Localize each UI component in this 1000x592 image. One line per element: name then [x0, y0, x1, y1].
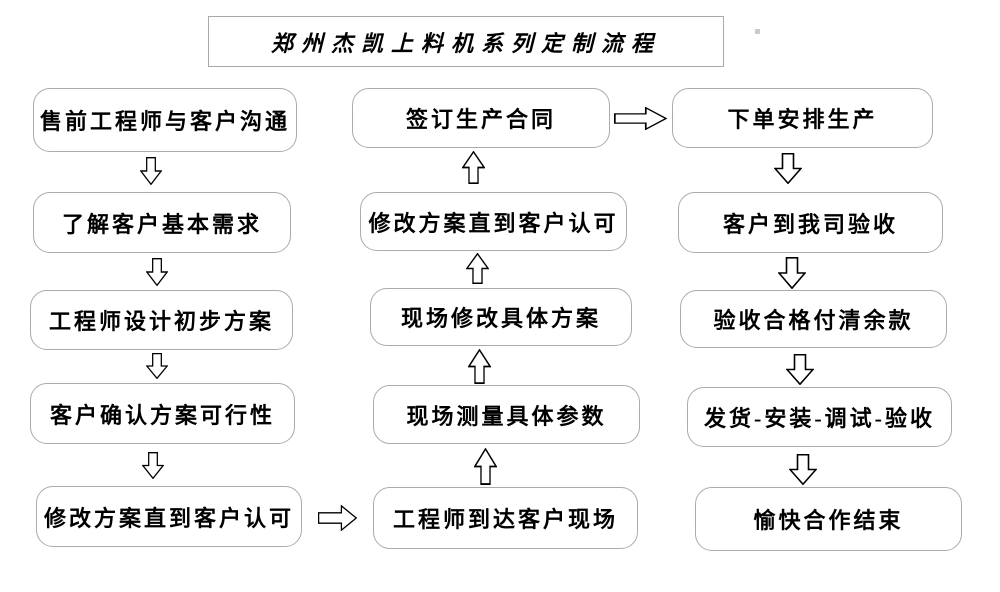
node-happy-cooperation-end: 愉快合作结束	[695, 487, 962, 551]
up-arrow-icon	[474, 448, 497, 485]
node-understand-needs: 了解客户基本需求	[33, 192, 291, 253]
node-engineer-arrive-site: 工程师到达客户现场	[373, 487, 638, 549]
node-customer-acceptance: 客户到我司验收	[678, 192, 943, 253]
down-arrow-icon	[142, 452, 164, 479]
node-revise-until-approved-left: 修改方案直到客户认可	[36, 486, 302, 547]
down-arrow-icon	[774, 153, 802, 184]
right-arrow-icon	[318, 505, 357, 531]
node-sign-contract: 签订生产合同	[352, 88, 610, 148]
flowchart-title: 郑州杰凯上料机系列定制流程	[208, 16, 724, 67]
up-arrow-icon	[462, 151, 485, 184]
up-arrow-icon	[466, 253, 489, 284]
down-arrow-icon	[146, 353, 168, 379]
down-arrow-icon	[146, 258, 168, 286]
right-arrow-icon	[614, 107, 667, 130]
node-confirm-feasibility: 客户确认方案可行性	[30, 383, 295, 444]
node-onsite-measure-params: 现场测量具体参数	[373, 385, 640, 444]
node-revise-until-approved-middle: 修改方案直到客户认可	[360, 192, 627, 251]
down-arrow-icon	[778, 257, 806, 289]
artifact-dot	[755, 29, 760, 34]
up-arrow-icon	[468, 349, 491, 384]
node-presale-communication: 售前工程师与客户沟通	[33, 88, 297, 152]
down-arrow-icon	[789, 454, 817, 485]
node-initial-design: 工程师设计初步方案	[30, 290, 293, 350]
node-ship-install-debug-accept: 发货-安装-调试-验收	[687, 387, 952, 447]
node-onsite-modify-plan: 现场修改具体方案	[370, 288, 632, 346]
down-arrow-icon	[786, 354, 814, 385]
down-arrow-icon	[140, 157, 162, 185]
node-pay-balance: 验收合格付清余款	[680, 290, 947, 348]
node-place-order: 下单安排生产	[672, 88, 933, 148]
